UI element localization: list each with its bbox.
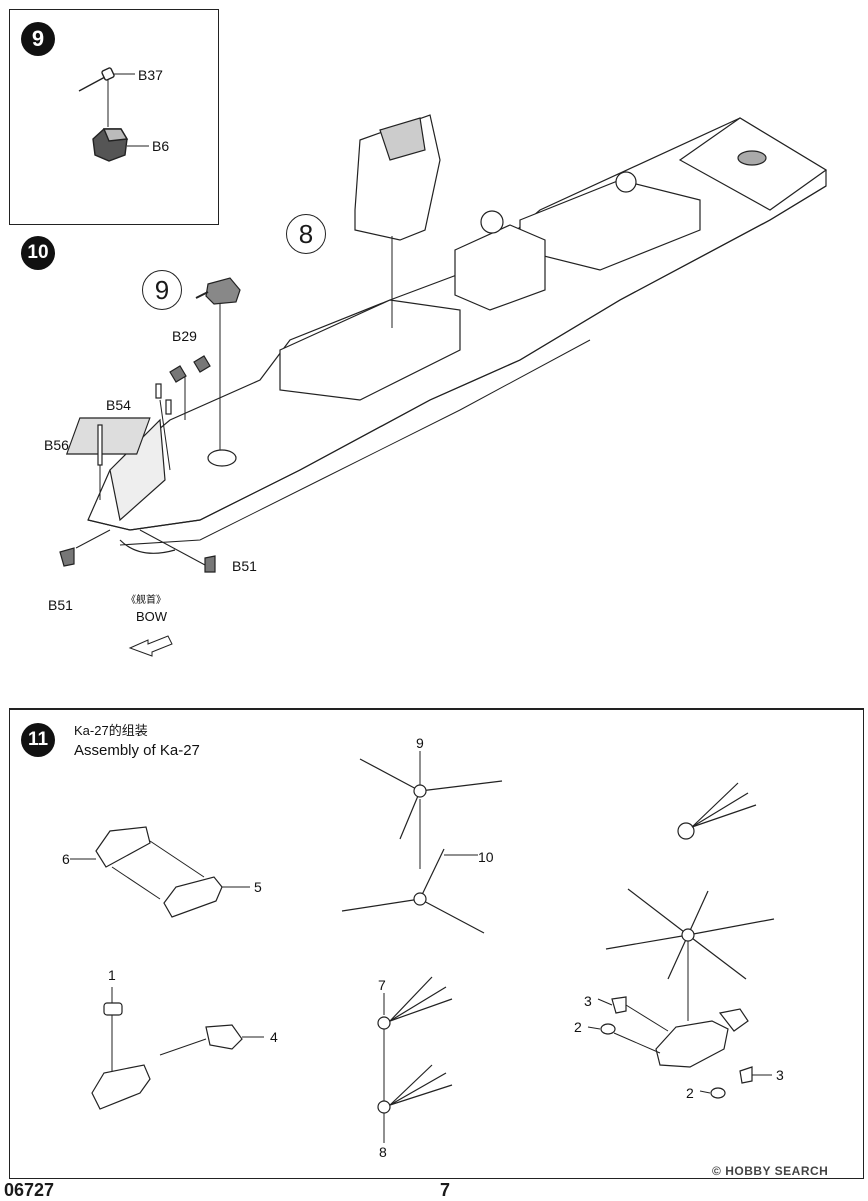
step-9-badge: 9	[21, 22, 55, 56]
part-label-7: 7	[378, 977, 386, 993]
watermark-symbol: ©	[712, 1164, 722, 1178]
step-11-title-en: Assembly of Ka-27	[74, 742, 200, 759]
step-11-title-cn: Ka-27的组装	[74, 723, 148, 738]
bow-label-cn: 《舰首》	[126, 595, 166, 606]
bow-label-en: BOW	[136, 609, 168, 624]
part-label-6: 6	[62, 851, 70, 867]
part-label-1: 1	[108, 967, 116, 983]
part-label-2-bottom: 2	[686, 1085, 694, 1101]
ka27-assembly-diagram	[70, 751, 775, 1143]
label-b37: B37	[138, 67, 163, 83]
ref-step-9: 9	[142, 270, 182, 310]
part-b37-barrel	[78, 67, 115, 127]
part-label-4: 4	[270, 1029, 278, 1045]
hobby-search-watermark: © HOBBY SEARCH	[712, 1164, 828, 1178]
step-10-frame	[9, 9, 864, 709]
step-9-frame	[9, 9, 219, 225]
step-10-badge: 10	[21, 236, 55, 270]
part-b6-turret	[92, 128, 129, 162]
part-label-3-bottom: 3	[776, 1067, 784, 1083]
part-label-5: 5	[254, 879, 262, 895]
step-11-badge: 11	[21, 723, 55, 757]
ship-hull-diagram	[59, 114, 828, 657]
part-label-3-top: 3	[584, 993, 592, 1009]
watermark-brand: HOBBY SEARCH	[725, 1164, 829, 1178]
part-label-10: 10	[478, 849, 494, 865]
step-11-frame	[9, 709, 864, 1179]
step-9-diagram	[78, 67, 149, 162]
ref-step-8: 8	[286, 214, 326, 254]
label-b54: B54	[106, 397, 131, 413]
part-label-9: 9	[416, 735, 424, 751]
label-b51-right: B51	[232, 558, 257, 574]
label-b51-left: B51	[48, 597, 73, 613]
page-number: 7	[440, 1180, 451, 1200]
product-code: 06727	[4, 1180, 55, 1200]
label-b29: B29	[172, 328, 197, 344]
part-label-8: 8	[379, 1144, 387, 1160]
label-b56: B56	[44, 437, 69, 453]
part-label-2-top: 2	[574, 1019, 582, 1035]
label-b6: B6	[152, 138, 170, 154]
